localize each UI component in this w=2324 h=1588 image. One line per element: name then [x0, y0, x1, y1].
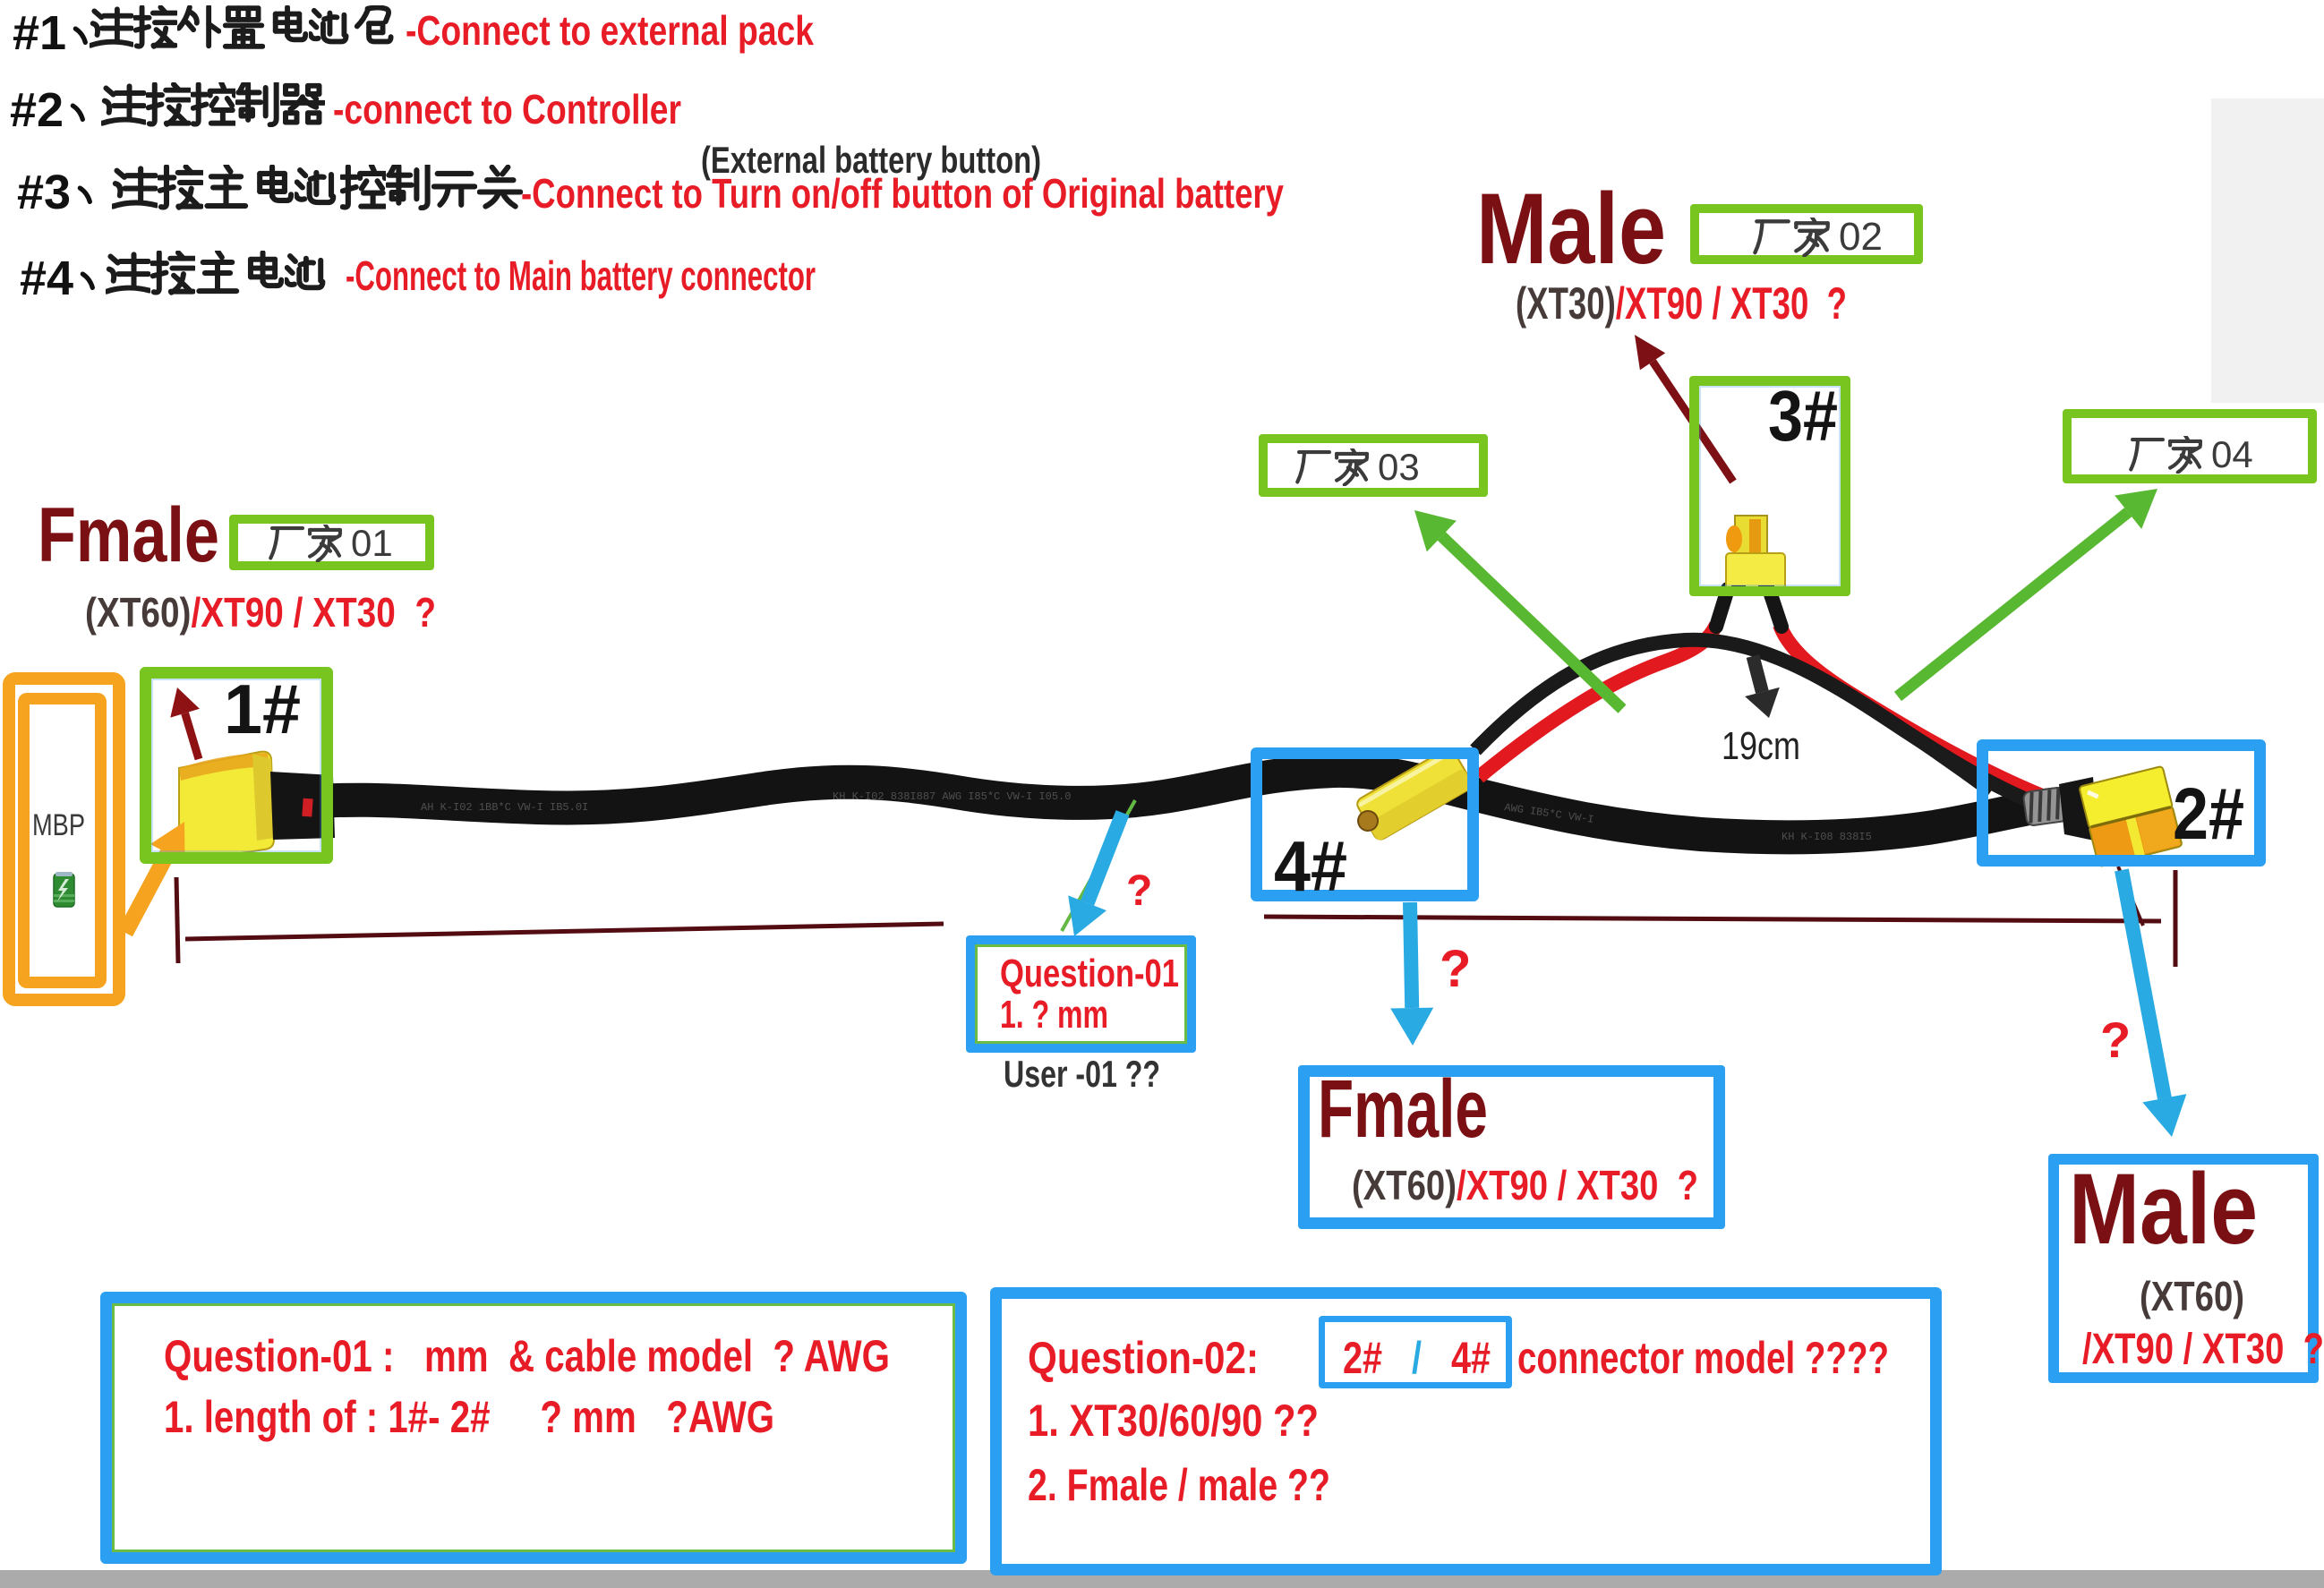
svg-text:KH K-I02 838I887 AWG I85*C: KH K-I02 838I887 AWG I85*C VW-I I05.0: [833, 790, 1071, 803]
svg-text:AH K-I02 1BB*C VW-I IB5.0I: AH K-I02 1BB*C VW-I IB5.0I: [421, 801, 588, 814]
svg-text:KH K-I08 838I5: KH K-I08 838I5: [1781, 831, 1872, 843]
